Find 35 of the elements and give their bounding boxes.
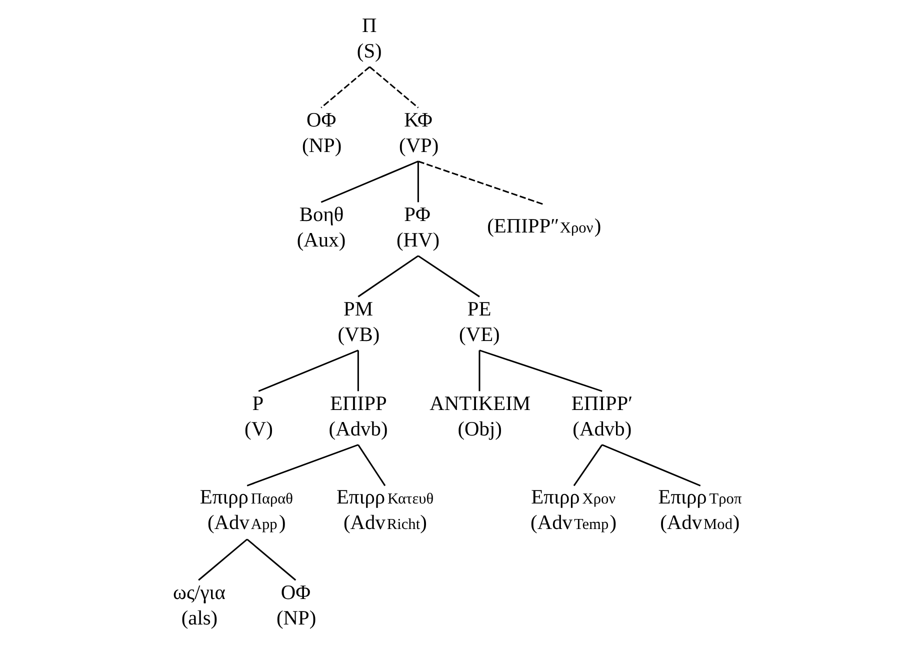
connector	[246, 538, 296, 581]
node-text: ΚΦ (VP)	[399, 110, 439, 158]
node-text: ΡΕ (VE)	[459, 298, 500, 346]
connector	[478, 350, 480, 392]
node-text: ΟΦ (NP)	[302, 110, 342, 158]
connector	[246, 444, 358, 486]
node-text: ΑΝΤΙΚΕΙΜ (Obj)	[430, 393, 531, 441]
node-text: (ΕΠΙΡΡ″Χρον)	[487, 216, 602, 238]
connector	[369, 66, 419, 108]
connector	[418, 160, 545, 206]
node-text: ΕΠΙΡΡ′ (Advb)	[571, 393, 633, 441]
node-text: ΕΠΙΡΡ (Advb)	[328, 393, 388, 441]
node-text: Βοηθ (Aux)	[296, 204, 346, 252]
connector	[417, 161, 419, 202]
node-text: ΡΜ (VB)	[338, 298, 380, 346]
node-text: ΟΦ (NP)	[276, 582, 316, 630]
node-text: Ρ (V)	[244, 393, 273, 441]
connector	[358, 444, 386, 486]
connector	[198, 538, 248, 581]
node-text: ως/για (als)	[173, 582, 226, 630]
connector	[358, 255, 419, 298]
node-text: ΕπιρρΚατευθ (AdvRicht)	[336, 486, 434, 534]
connector	[258, 350, 358, 392]
connector	[479, 350, 602, 392]
connector	[320, 66, 370, 108]
node-text: ΡΦ (HV)	[396, 204, 440, 252]
node-text: Π (S)	[356, 15, 382, 63]
connector	[320, 160, 418, 203]
connector	[357, 350, 359, 392]
connector	[418, 255, 480, 298]
node-text: ΕπιρρΧρον (AdvTemp)	[530, 486, 617, 534]
node-text: ΕπιρρΤροπ (AdvMod)	[658, 486, 742, 534]
connector	[602, 444, 701, 486]
node-text: ΕπιρρΠαραθ (AdvApp)	[200, 486, 294, 534]
connector	[573, 444, 603, 486]
